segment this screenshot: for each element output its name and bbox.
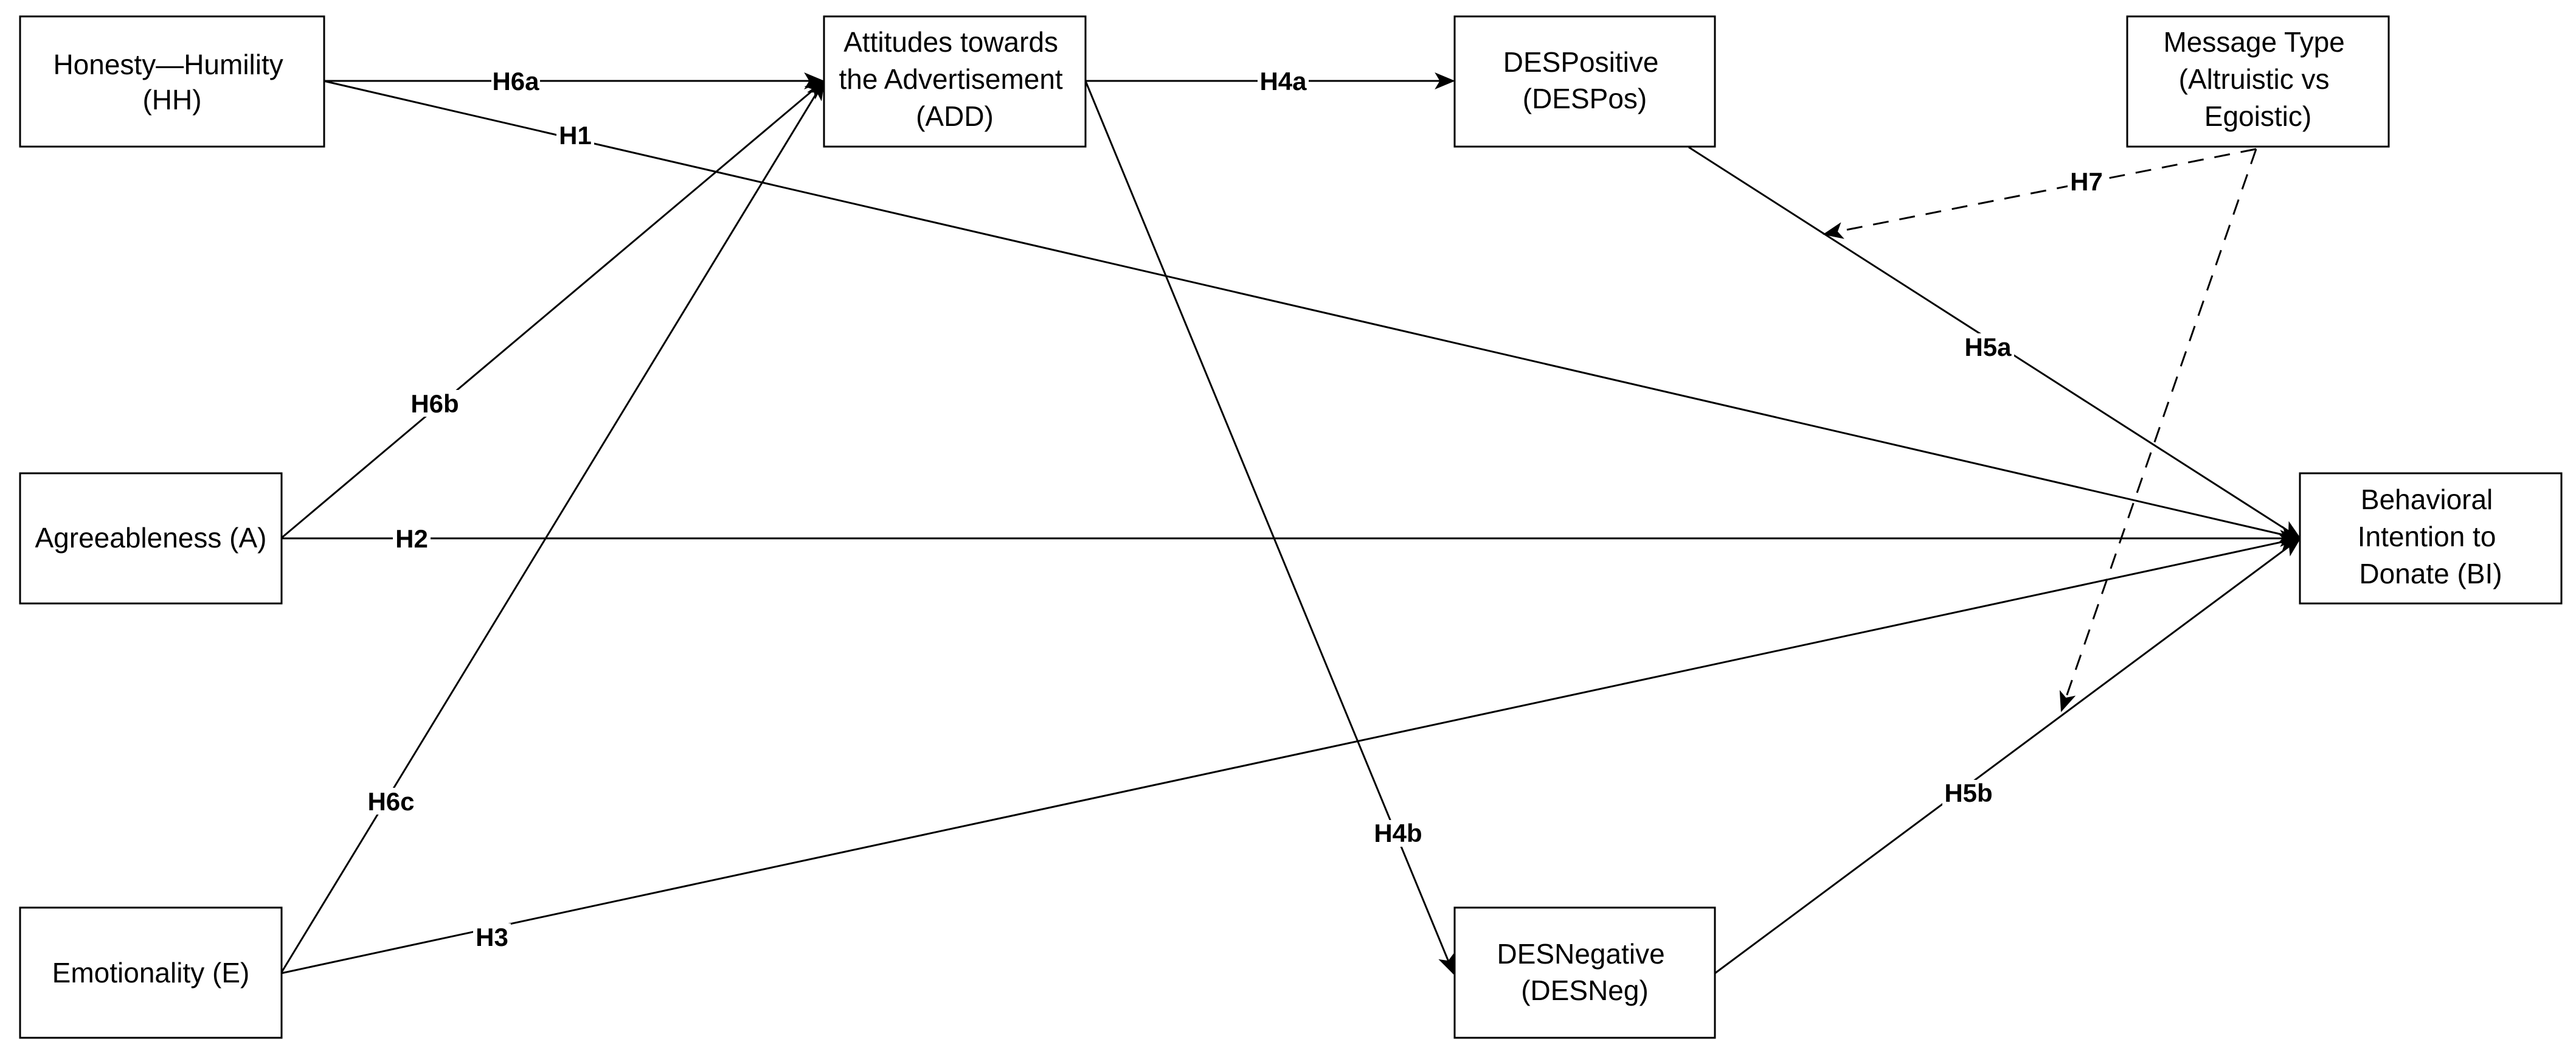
edge-label-h2-text: H2 — [395, 524, 428, 553]
node-des-positive-line-1: DESPositive — [1503, 46, 1659, 78]
node-des-negative: DESNegative (DESNeg) — [1453, 906, 1716, 1039]
node-message-type-line-2: (Altruistic vs — [2179, 63, 2330, 95]
edge-label-h6c-text: H6c — [367, 787, 414, 816]
edge-label-h1-text: H1 — [559, 121, 592, 150]
edge-label-h1: H1 — [556, 121, 594, 150]
svg-text:Emotionality (E): Emotionality (E) — [52, 957, 250, 989]
edge-label-h4b: H4b — [1372, 819, 1424, 847]
node-honesty-humility: Honesty—Humility (HH) — [19, 15, 325, 148]
node-attitudes-advertisement-line-1: Attitudes towards — [843, 26, 1058, 58]
edge-label-h3-text: H3 — [476, 923, 508, 951]
edge-label-h6a: H6a — [491, 67, 540, 96]
edge-h7-line-2 — [2059, 148, 2257, 712]
node-behavioral-intention-line-2: Intention to — [2358, 521, 2496, 552]
node-des-positive: DESPositive (DESPos) — [1453, 15, 1716, 148]
edge-label-h5a-text: H5a — [1964, 333, 2012, 361]
edge-h6b-line — [280, 80, 826, 540]
node-des-negative-line-2: (DESNeg) — [1521, 975, 1649, 1006]
edge-h3-line — [280, 533, 2301, 975]
svg-text:Agreeableness (A): Agreeableness (A) — [35, 522, 267, 554]
node-attitudes-advertisement-line-3: (ADD) — [916, 100, 994, 132]
edge-label-h5b: H5b — [1942, 779, 1995, 807]
nodes: Honesty—Humility (HH) Agreeableness (A) … — [19, 15, 2563, 1039]
node-message-type-line-1: Message Type — [2163, 26, 2344, 58]
node-message-type-line-3: Egoistic) — [2204, 100, 2311, 132]
edge-label-h7-text: H7 — [2070, 167, 2103, 196]
edge-h1-line — [323, 80, 2301, 543]
node-emotionality: Emotionality (E) — [19, 906, 283, 1039]
edge-h7-line — [1823, 148, 2257, 239]
edge-label-h4a: H4a — [1258, 67, 1309, 96]
edge-label-h2: H2 — [393, 524, 431, 553]
svg-text:DESNegative (DESNeg): DESNegative (DESNeg) — [1497, 938, 1673, 1006]
edge-label-h6b-text: H6b — [410, 389, 459, 418]
node-attitudes-advertisement-line-2: the Advertisement — [839, 63, 1063, 95]
node-agreeableness: Agreeableness (A) — [19, 472, 283, 605]
edge-label-h6c: H6c — [365, 787, 417, 816]
edge-labels: H6a H1 H6b H2 H6c H3 H4a H4b — [365, 67, 2105, 951]
edge-label-h5a: H5a — [1962, 333, 2014, 361]
edge-label-h3: H3 — [473, 923, 511, 951]
node-behavioral-intention-line-1: Behavioral — [2361, 484, 2493, 515]
svg-text:Message Type (Altruist: Message Type (Altruistic vs Egoistic) — [2163, 26, 2352, 132]
node-message-type: Message Type (Altruistic vs Egoistic) — [2126, 15, 2390, 148]
edge-label-h6a-text: H6a — [492, 67, 539, 96]
svg-text:Behavioral Intention t: Behavioral Intention to Donate (BI) — [2358, 484, 2504, 589]
node-agreeableness-line-1: Agreeableness (A) — [35, 522, 267, 554]
edge-h5b-line — [1714, 537, 2302, 975]
node-des-positive-line-2: (DESPos) — [1523, 83, 1647, 114]
node-honesty-humility-line-2: (HH) — [142, 84, 201, 116]
svg-text:Attitudes towards the: Attitudes towards the Advertisement (ADD… — [839, 26, 1071, 132]
svg-text:DESPositive (DESPos): DESPositive (DESPos) — [1503, 46, 1666, 114]
svg-text:Honesty—Humility (HH): Honesty—Humility (HH) — [53, 49, 291, 116]
edge-label-h4a-text: H4a — [1259, 67, 1307, 96]
node-attitudes-advertisement: Attitudes towards the Advertisement (ADD… — [823, 15, 1087, 148]
edges — [280, 72, 2302, 975]
edge-label-h7: H7 — [2068, 167, 2105, 196]
node-behavioral-intention-line-3: Donate (BI) — [2359, 558, 2502, 589]
edge-label-h6b: H6b — [409, 389, 461, 418]
node-honesty-humility-line-1: Honesty—Humility — [53, 49, 283, 80]
edge-label-h5b-text: H5b — [1944, 779, 1992, 807]
edge-h6c-line — [280, 79, 825, 974]
node-behavioral-intention: Behavioral Intention to Donate (BI) — [2299, 472, 2563, 605]
node-des-negative-line-1: DESNegative — [1497, 938, 1665, 970]
edge-label-h4b-text: H4b — [1374, 819, 1422, 847]
node-emotionality-line-1: Emotionality (E) — [52, 957, 250, 989]
